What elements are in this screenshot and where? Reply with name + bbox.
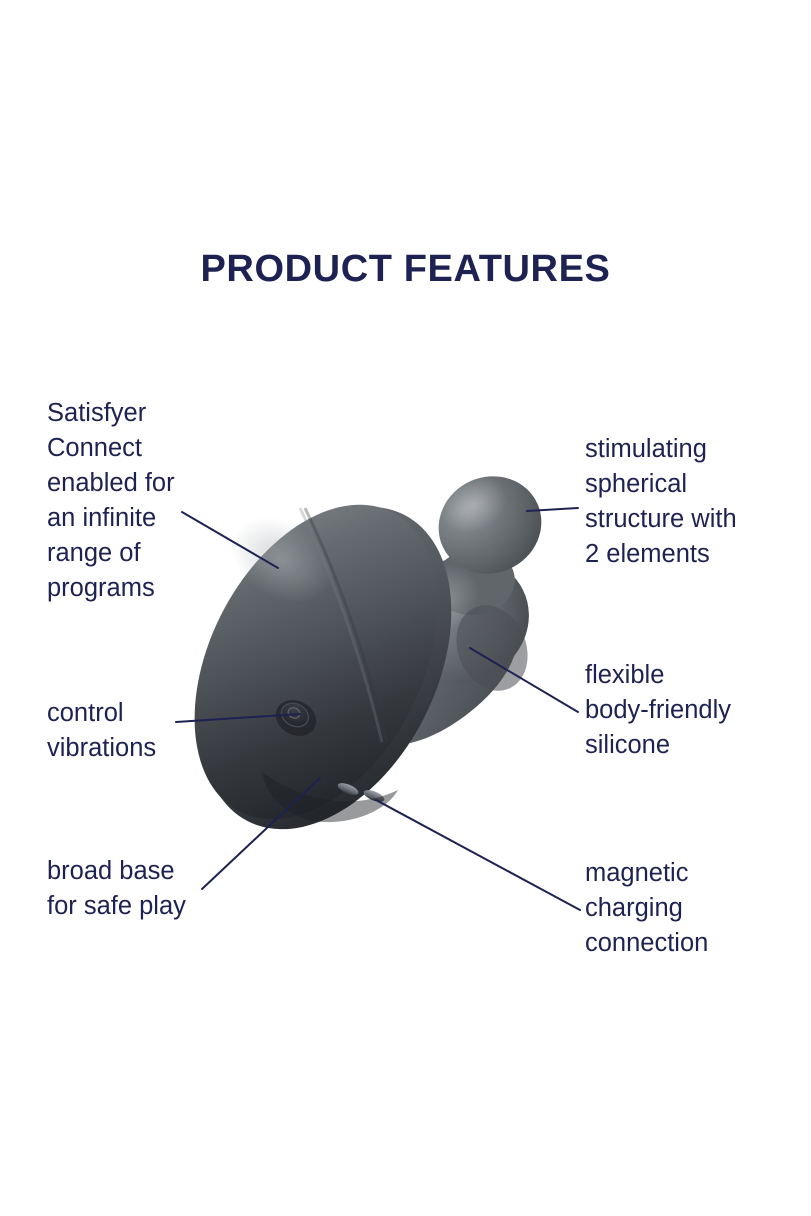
callout-label-silicone: flexible body-friendly silicone [585,661,731,759]
product-sphere-upper [438,476,542,574]
base-crease-shadow [303,507,389,743]
product-neck [364,607,519,745]
leader-magnetic [375,799,581,911]
leader-spherical [526,507,579,512]
callout-label-spherical: stimulating spherical structure with 2 e… [585,435,737,568]
charging-pin-2 [363,790,385,802]
control-button-cap [280,702,310,728]
base-bottom-shadow [262,772,398,823]
sphere-upper-highlight [441,477,507,533]
product-sphere-lower [395,556,529,684]
leader-silicone [469,647,579,713]
control-button[interactable] [270,693,323,742]
callout-label-control: control vibrations [47,699,157,762]
magnetic-charging-pins [337,783,385,802]
callout-label-base: broad base for safe play [47,857,186,920]
callout-label-magnetic: magnetic charging connection [585,859,709,957]
sphere-lower-highlight [400,565,480,635]
control-button-glyph [287,707,301,719]
callout-label-connect: Satisfyer Connect enabled for an infinit… [47,399,175,602]
product-waist [431,548,515,615]
charging-pin-1 [337,783,359,795]
page-title: PRODUCT FEATURES [200,248,611,290]
control-button-well [275,700,317,736]
sphere-lower-shadow [456,605,528,691]
base-crease [298,507,384,743]
neck-shadow [374,676,440,738]
